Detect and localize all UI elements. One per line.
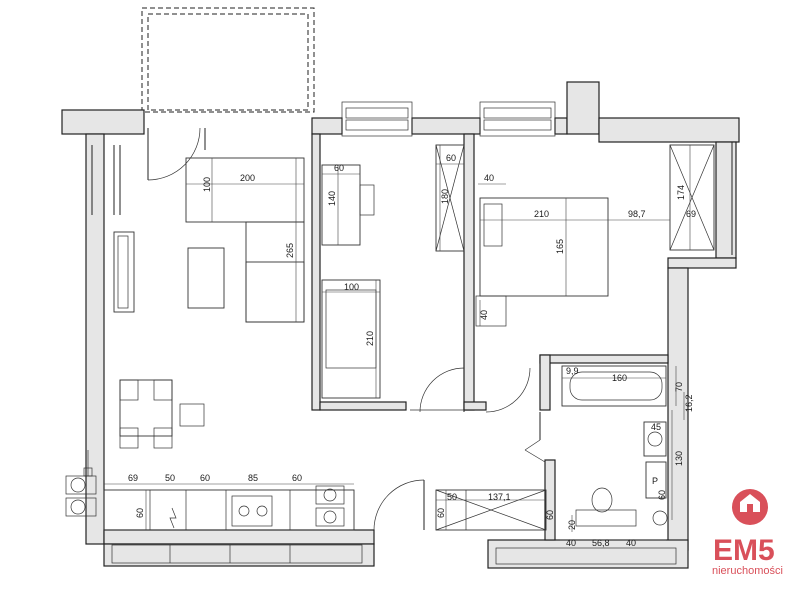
dim-bed-double-length: 210 (534, 209, 549, 219)
dim-bedroom-gap: 98,7 (628, 209, 646, 219)
em5-logo: EM5 nieruchomości (712, 489, 783, 577)
dim-sofa-width: 200 (240, 173, 255, 183)
dim-wall-offset: 16,2 (684, 394, 694, 412)
label-wc: P (652, 476, 658, 486)
dim-bath-bottom-3: 56,8 (592, 538, 610, 548)
dim-bed-double-width: 165 (555, 239, 565, 254)
dim-hall-cab-depth: 60 (436, 508, 446, 518)
dim-bath-bottom-4: 40 (626, 538, 636, 548)
dim-bath-width: 70 (674, 382, 684, 392)
dim-bed-single-width: 100 (344, 282, 359, 292)
dim-wardrobe-depth: 60 (446, 153, 456, 163)
dim-window-depth: 174 (676, 185, 686, 200)
dim-kitchen-2: 50 (165, 473, 175, 483)
dim-bed-single-length: 210 (365, 331, 375, 346)
logo-title: EM5 (713, 534, 775, 567)
dim-kitchen-4: 85 (248, 473, 258, 483)
dim-sofa-length: 265 (285, 243, 295, 258)
dim-sink-depth: 45 (651, 422, 661, 432)
dim-sofa-depth: 100 (202, 177, 212, 192)
logo-subtitle: nieruchomości (712, 565, 783, 577)
dim-bath-wall: 130 (674, 451, 684, 466)
dim-kitchen-1: 69 (128, 473, 138, 483)
dimension-lines (104, 145, 691, 541)
dim-bath-bottom-1: 20 (567, 520, 577, 530)
dim-wc-depth: 60 (657, 490, 667, 500)
interior-walls (311, 133, 669, 541)
dim-bath-offset: 9,9 (566, 366, 579, 376)
dim-bath-length: 160 (612, 373, 627, 383)
dim-hall-depth: 60 (545, 510, 555, 520)
dim-kitchen-5: 60 (292, 473, 302, 483)
dim-kitchen-3: 60 (200, 473, 210, 483)
living-room-furniture (113, 157, 305, 449)
radiators (65, 450, 97, 517)
dim-kitchen-depth: 60 (135, 508, 145, 518)
dim-nightstand-width: 40 (484, 173, 494, 183)
dim-desk-width: 60 (334, 163, 344, 173)
dim-bedside-depth: 40 (479, 310, 489, 320)
bathroom-fixtures (561, 365, 668, 527)
balcony (141, 7, 315, 113)
doors (147, 127, 546, 531)
windows (85, 101, 733, 565)
dimension-labels: 200 100 265 60 140 100 210 60 180 40 210… (128, 153, 696, 548)
dim-wardrobe-length: 180 (440, 189, 450, 204)
hall-cabinets (435, 489, 547, 531)
bedroom-large-furniture (435, 144, 715, 327)
dim-hall-cab-width: 50 (447, 492, 457, 502)
dim-hall-length: 137,1 (488, 492, 511, 502)
dim-window-offset: 69 (686, 209, 696, 219)
outer-walls (61, 81, 740, 569)
dim-desk-length: 140 (327, 191, 337, 206)
kitchen-fixtures (103, 485, 355, 531)
dim-bath-bottom-2: 40 (566, 538, 576, 548)
